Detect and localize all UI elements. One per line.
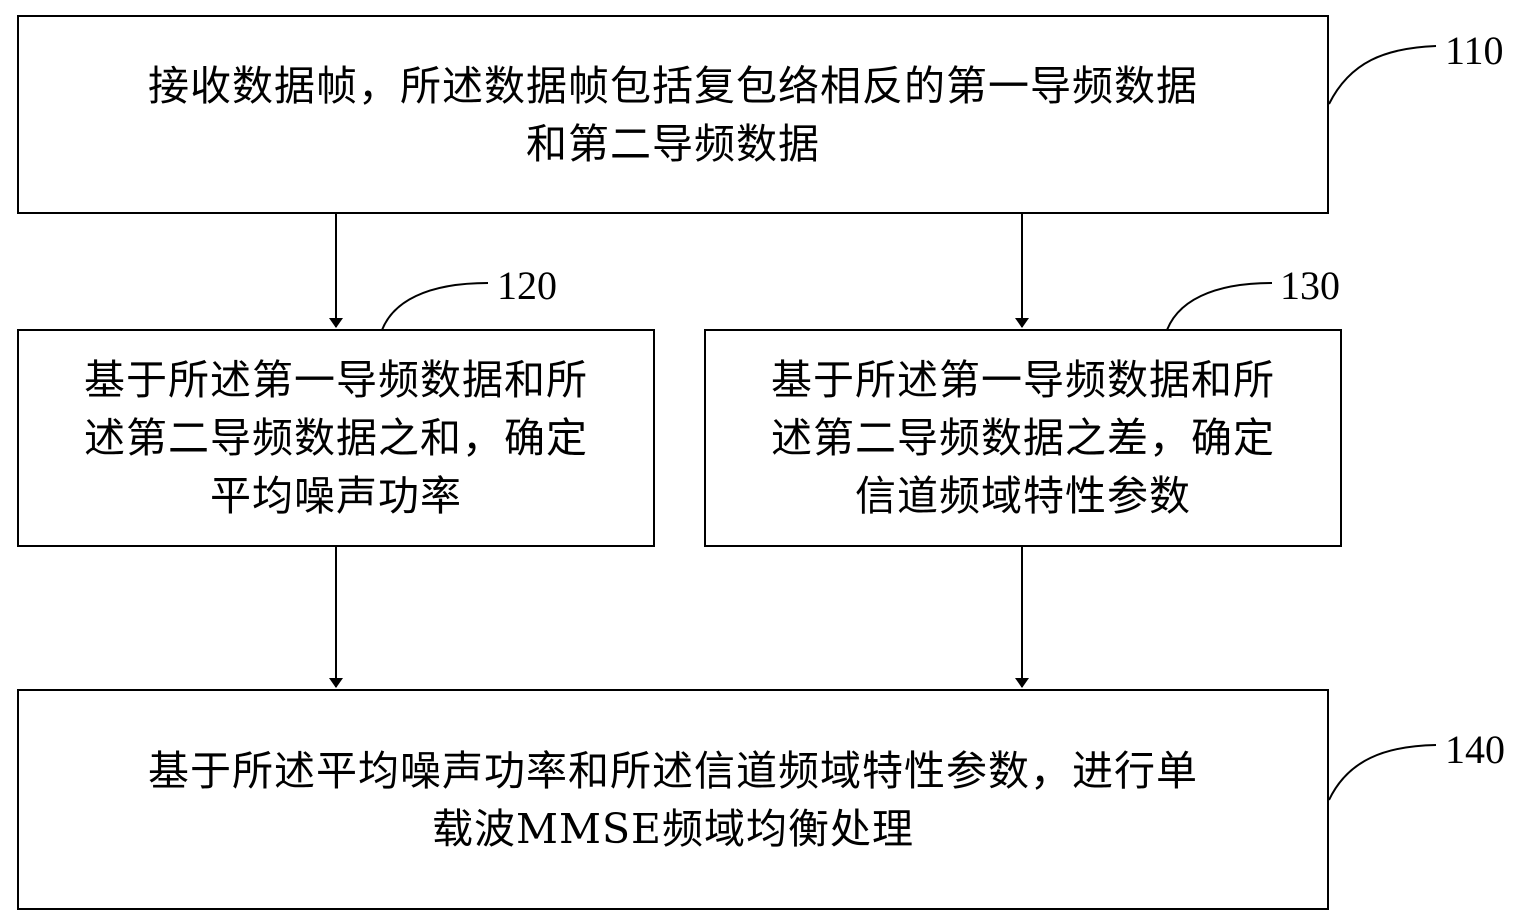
step-text-140: 基于所述平均噪声功率和所述信道频域特性参数，进行单 载波MMSE频域均衡处理 (148, 746, 1198, 853)
step-box-140: 基于所述平均噪声功率和所述信道频域特性参数，进行单 载波MMSE频域均衡处理 (17, 689, 1329, 910)
ref-label-120: 120 (497, 263, 557, 308)
leader-110 (1328, 45, 1437, 105)
step-text-120: 基于所述第一导频数据和所 述第二导频数据之和，确定 平均噪声功率 (84, 356, 588, 520)
step-box-110: 接收数据帧，所述数据帧包括复包络相反的第一导频数据 和第二导频数据 (17, 15, 1329, 214)
ref-label-130: 130 (1280, 263, 1340, 308)
step-text-110: 接收数据帧，所述数据帧包括复包络相反的第一导频数据 和第二导频数据 (148, 61, 1198, 168)
step-box-130: 基于所述第一导频数据和所 述第二导频数据之差，确定 信道频域特性参数 (704, 329, 1342, 547)
leader-140 (1328, 744, 1437, 801)
leader-130 (1164, 282, 1273, 337)
ref-label-140: 140 (1445, 727, 1505, 772)
ref-label-110: 110 (1445, 28, 1504, 73)
step-text-130: 基于所述第一导频数据和所 述第二导频数据之差，确定 信道频域特性参数 (771, 356, 1275, 520)
step-box-120: 基于所述第一导频数据和所 述第二导频数据之和，确定 平均噪声功率 (17, 329, 655, 547)
leader-120 (379, 282, 489, 337)
